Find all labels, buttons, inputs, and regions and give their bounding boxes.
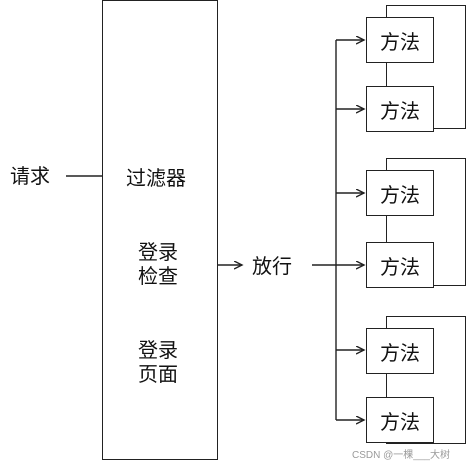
login-check-label: 登录 检查 xyxy=(138,240,178,288)
method-label: 方法 xyxy=(380,409,420,434)
login-check-line-1: 登录 xyxy=(138,240,178,264)
login-check-line-2: 检查 xyxy=(138,264,178,288)
method-box-2: 方法 xyxy=(366,86,434,132)
method-box-3: 方法 xyxy=(366,170,434,216)
login-page-line-1: 登录 xyxy=(138,338,178,362)
pass-label: 放行 xyxy=(252,254,292,278)
request-label: 请求 xyxy=(10,164,50,188)
method-label: 方法 xyxy=(380,98,420,123)
method-box-5: 方法 xyxy=(366,328,434,374)
method-box-1: 方法 xyxy=(366,17,434,63)
method-box-4: 方法 xyxy=(366,242,434,288)
login-page-label: 登录 页面 xyxy=(138,338,178,386)
method-label: 方法 xyxy=(380,29,420,54)
watermark: CSDN @一棵___大树 xyxy=(352,450,450,461)
method-label: 方法 xyxy=(380,340,420,365)
filter-label: 过滤器 xyxy=(126,166,186,190)
method-label: 方法 xyxy=(380,182,420,207)
method-box-6: 方法 xyxy=(366,397,434,443)
method-label: 方法 xyxy=(380,254,420,279)
filter-container xyxy=(102,0,218,460)
login-page-line-2: 页面 xyxy=(138,362,178,386)
